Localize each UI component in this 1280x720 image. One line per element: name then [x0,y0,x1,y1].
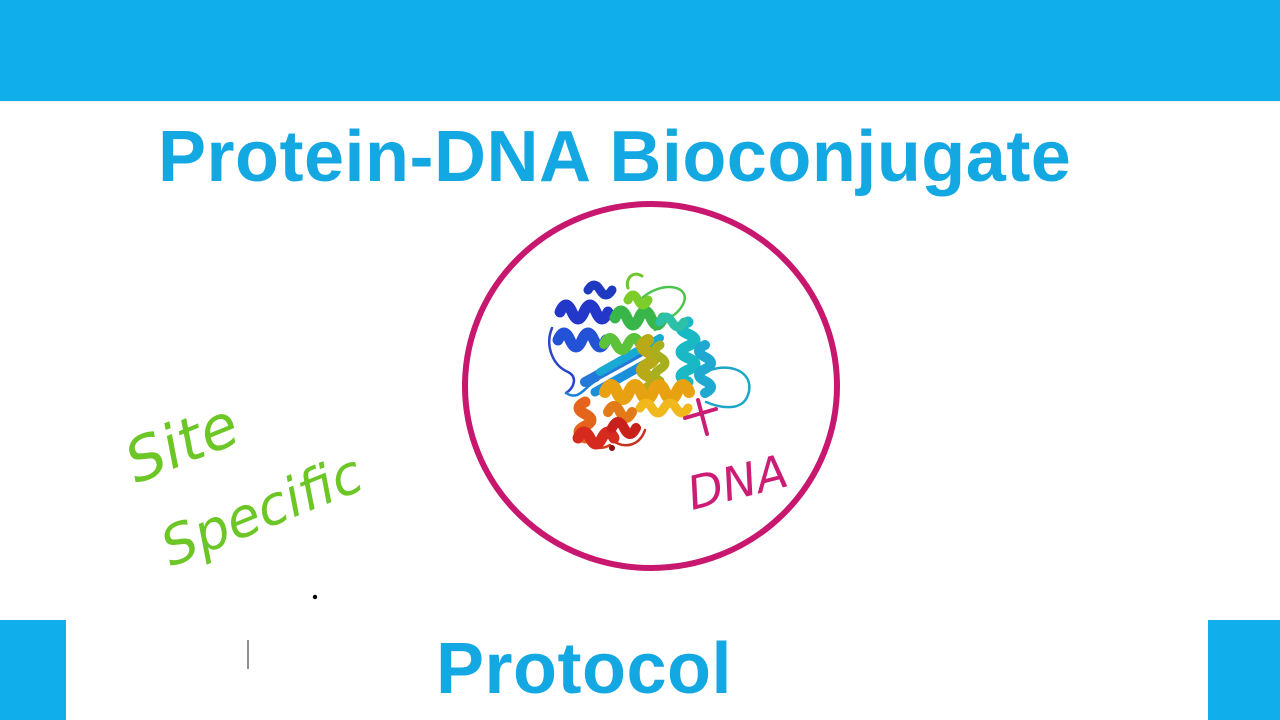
slide-title: Protein-DNA Bioconjugate [158,117,1072,197]
bottom-left-block [0,620,66,720]
slide-subtitle: Protocol [436,629,733,709]
top-banner [0,0,1280,101]
bottom-right-block [1208,620,1280,720]
plus-sign-icon [683,398,718,436]
note-site: Site [115,390,248,498]
highlight-circle [462,201,840,571]
top-banner-edge [0,101,1280,102]
dna-label: DNA [682,444,793,521]
protein-ribbon-structure-icon [548,272,751,451]
stray-dot [312,594,318,600]
